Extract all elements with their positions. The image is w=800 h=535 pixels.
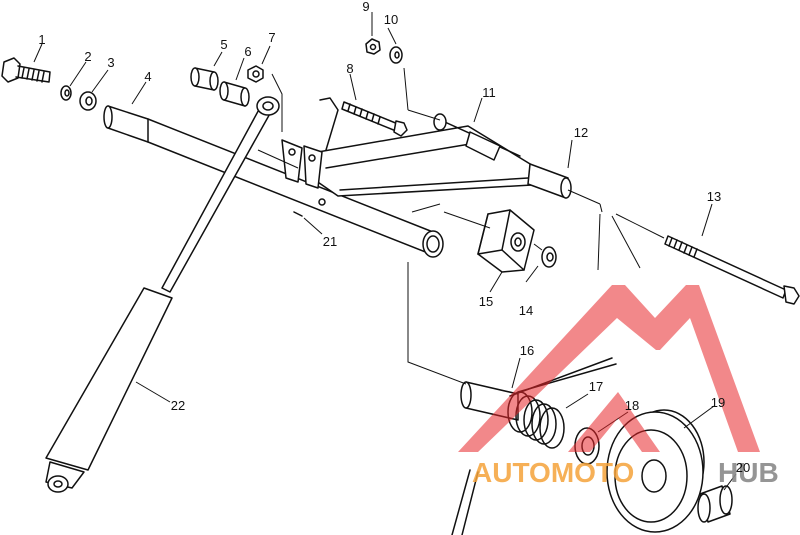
callout-8: 8: [346, 61, 353, 76]
callout-7: 7: [268, 30, 275, 45]
callout-22: 22: [171, 398, 185, 413]
callout-2: 2: [84, 49, 91, 64]
part-bolt-1: [1, 57, 51, 83]
callout-11: 11: [482, 85, 496, 100]
callout-21: 21: [323, 234, 337, 249]
part-block-15: [477, 209, 535, 273]
watermark-logo: [458, 285, 760, 452]
part-washer-2: [60, 85, 72, 101]
callout-16: 16: [520, 343, 534, 358]
part-washer-10: [389, 46, 403, 64]
belt-section: [451, 469, 479, 535]
part-washer-14: [541, 246, 557, 268]
assembly-guides: [257, 73, 665, 385]
callout-20: 20: [736, 460, 750, 475]
part-bushing-6: [219, 81, 250, 107]
watermark-text-automoto: AUTOMOTO: [472, 457, 634, 488]
part-bracket: [281, 139, 323, 189]
callout-10: 10: [384, 12, 398, 27]
callout-9: 9: [362, 0, 369, 14]
part-bolt-13: [664, 235, 800, 305]
callout-12: 12: [574, 125, 588, 140]
part-bushing-5: [190, 67, 219, 91]
callout-4: 4: [144, 69, 151, 84]
callout-19: 19: [711, 395, 725, 410]
callout-15: 15: [479, 294, 493, 309]
part-fitting-21: [293, 198, 326, 217]
part-tube-12: [527, 163, 572, 199]
part-swing-arm-11: [311, 97, 541, 197]
watermark-text-hub: HUB: [718, 457, 779, 488]
part-nut-9: [365, 38, 381, 55]
callout-17: 17: [589, 379, 603, 394]
part-bearing-20: [697, 485, 733, 523]
callout-6: 6: [244, 44, 251, 59]
part-rail-4: [103, 105, 444, 258]
part-shock-22: [45, 96, 280, 493]
callout-1: 1: [38, 32, 45, 47]
part-washer-3: [79, 91, 97, 111]
callout-3: 3: [107, 55, 114, 70]
callout-14: 14: [519, 303, 533, 318]
part-nut-7: [247, 65, 264, 83]
part-bolt-8: [341, 101, 408, 137]
callout-13: 13: [707, 189, 721, 204]
callout-labels: 1 2 3 4 5 6 7 8 9 10 11 12 13 14 15 16 1…: [38, 0, 750, 475]
callout-18: 18: [625, 398, 639, 413]
callout-5: 5: [220, 37, 227, 52]
